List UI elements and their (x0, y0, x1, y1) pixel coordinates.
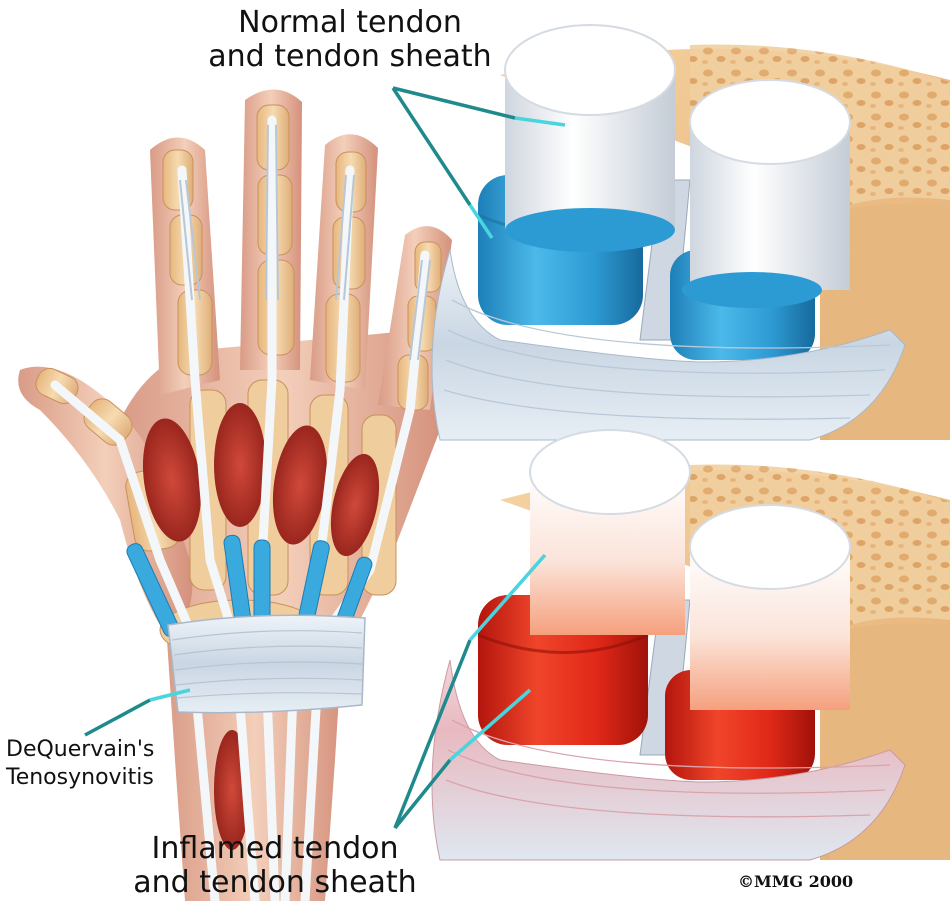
normal-tendon-label: Normal tendon and tendon sheath (195, 6, 505, 73)
inflamed-cross-section (432, 430, 950, 860)
dequervain-label-line2: Tenosynovitis (6, 764, 206, 792)
dequervain-label: DeQuervain's Tenosynovitis (6, 736, 206, 791)
normal-label-line1: Normal tendon (195, 6, 505, 40)
copyright-credit: ©MMG 2000 (738, 872, 853, 891)
dequervain-label-line1: DeQuervain's (6, 736, 206, 764)
inflamed-label-line1: Inflamed tendon (125, 832, 425, 866)
inflamed-tendon-label: Inflamed tendon and tendon sheath (125, 832, 425, 899)
normal-label-line2: and tendon sheath (195, 40, 505, 74)
inflamed-label-line2: and tendon sheath (125, 866, 425, 900)
normal-cross-section (432, 25, 950, 440)
extensor-retinaculum (168, 615, 365, 712)
